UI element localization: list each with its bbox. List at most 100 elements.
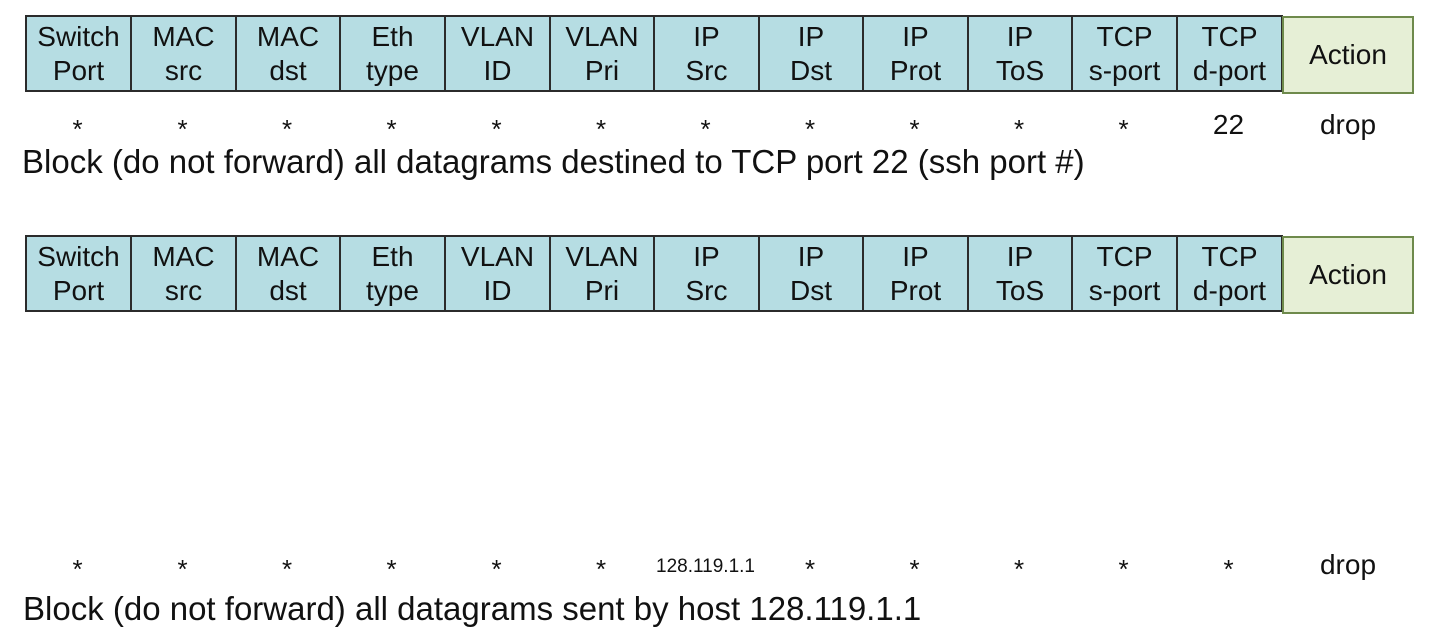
- field-label-line-2: Port: [52, 274, 105, 306]
- field-label-line-2: s-port: [1088, 54, 1161, 86]
- field-label-line-1: IP: [1006, 20, 1034, 52]
- rule-caption: Block (do not forward) all datagrams des…: [22, 143, 1085, 180]
- field-label-line-2: type: [366, 54, 419, 86]
- field-label-line-2: ToS: [995, 54, 1045, 86]
- field-label-line-2: Port: [52, 54, 105, 86]
- value-eth-type: *: [386, 114, 397, 144]
- value-mac-dst: *: [281, 554, 293, 584]
- field-label-line-2: dst: [269, 274, 307, 306]
- field-label-line-1: VLAN: [460, 240, 535, 272]
- action-header: Action: [1282, 16, 1414, 94]
- field-label-line-2: d-port: [1192, 54, 1267, 86]
- field-label-line-2: Src: [685, 54, 728, 86]
- rule-values: * * * * * * * * * * * 22 drop: [25, 108, 1415, 144]
- value-ip-dst: *: [804, 114, 816, 144]
- field-label-line-1: VLAN: [460, 20, 535, 52]
- field-label-line-1: Eth: [371, 20, 414, 52]
- field-label-line-1: Eth: [371, 240, 414, 272]
- field-label-line-2: s-port: [1088, 274, 1161, 306]
- value-ip-dst: *: [804, 554, 816, 584]
- field-label-line-2: Prot: [889, 274, 942, 306]
- field-label-line-1: TCP: [1096, 20, 1153, 52]
- value-switch-port: *: [72, 114, 83, 144]
- field-label-line-1: TCP: [1201, 240, 1258, 272]
- rule-caption: Block (do not forward) all datagrams sen…: [23, 590, 922, 627]
- value-ip-prot: *: [909, 114, 920, 144]
- field-label-line-1: IP: [1006, 240, 1034, 272]
- field-label-line-2: src: [164, 54, 203, 86]
- value-vlan-id: *: [491, 554, 502, 584]
- rule-values: * * * * * * 128.119.1.1 * * * * * drop: [25, 548, 1415, 584]
- value-mac-src: *: [177, 114, 188, 144]
- field-label-line-1: VLAN: [565, 240, 639, 272]
- field-label-line-1: IP: [693, 20, 720, 52]
- value-ip-src: *: [700, 114, 711, 144]
- field-label-line-1: IP: [902, 240, 929, 272]
- field-label-line-2: Prot: [889, 54, 942, 86]
- field-label-line-1: MAC: [256, 240, 320, 272]
- field-label-line-1: IP: [797, 20, 825, 52]
- field-label-line-2: d-port: [1192, 274, 1267, 306]
- value-ip-src: 128.119.1.1: [656, 556, 755, 577]
- field-label-line-1: Switch: [37, 20, 120, 52]
- value-tcp-s-port: *: [1118, 114, 1129, 144]
- value-ip-tos: *: [1013, 114, 1025, 144]
- value-vlan-pri: *: [595, 114, 607, 144]
- value-tcp-s-port: *: [1118, 554, 1129, 584]
- field-label-line-2: Dst: [790, 54, 832, 86]
- value-ip-tos: *: [1013, 554, 1025, 584]
- value-mac-dst: *: [281, 114, 293, 144]
- field-label-line-2: Src: [685, 274, 728, 306]
- action-header: Action: [1282, 236, 1414, 314]
- field-label-line-2: ID: [483, 274, 512, 306]
- value-action: drop: [1319, 549, 1377, 580]
- value-tcp-d-port: 22: [1212, 109, 1245, 140]
- field-label-line-1: Switch: [37, 240, 120, 272]
- value-switch-port: *: [72, 554, 83, 584]
- value-vlan-pri: *: [595, 554, 607, 584]
- field-label-line-1: IP: [693, 240, 720, 272]
- field-label-line-2: ID: [483, 54, 512, 86]
- field-label-line-2: dst: [269, 54, 307, 86]
- value-tcp-d-port: *: [1223, 554, 1234, 584]
- value-action: drop: [1319, 109, 1377, 140]
- field-label-line-1: MAC: [152, 20, 215, 52]
- field-label-line-1: TCP: [1201, 20, 1258, 52]
- field-label-line-2: Pri: [584, 54, 620, 86]
- value-ip-prot: *: [909, 554, 920, 584]
- field-label-line-1: MAC: [152, 240, 215, 272]
- field-label-line-1: IP: [797, 240, 825, 272]
- field-label-line-1: VLAN: [565, 20, 639, 52]
- field-label-line-2: Dst: [790, 274, 832, 306]
- field-label-line-2: type: [366, 274, 419, 306]
- field-label-line-1: TCP: [1096, 240, 1153, 272]
- field-label-line-2: ToS: [995, 274, 1045, 306]
- field-label-line-2: Pri: [584, 274, 620, 306]
